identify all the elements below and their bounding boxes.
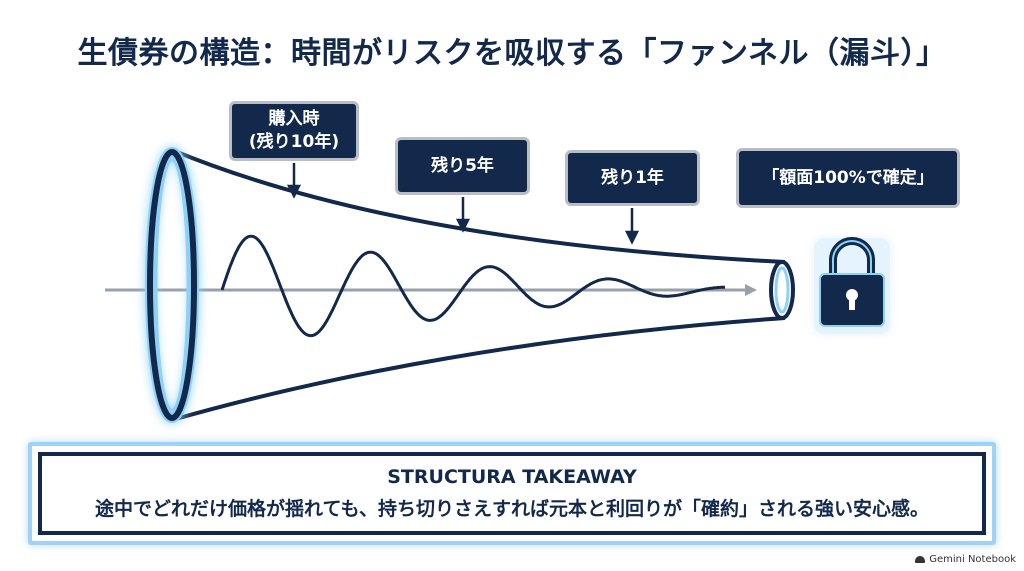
brand-logo-icon bbox=[915, 556, 926, 563]
funnel-upper-edge bbox=[171, 148, 786, 264]
brand-name: Gemini Notebook bbox=[929, 554, 1016, 565]
takeaway-panel: STRUCTURA TAKEAWAY 途中でどれだけ価格が揺れても、持ち切りさえ… bbox=[28, 442, 996, 545]
label-remaining-1y: 残り1年 bbox=[565, 150, 700, 206]
lock-icon bbox=[814, 237, 890, 334]
pointer-arrows bbox=[286, 163, 640, 245]
page-title: 生債券の構造：時間がリスクを吸収する「ファンネル（漏斗）」 bbox=[77, 36, 947, 71]
funnel-mouth bbox=[147, 149, 197, 421]
price-oscillation-wave bbox=[220, 234, 726, 338]
funnel-diagram bbox=[105, 147, 890, 423]
brand-watermark: Gemini Notebook bbox=[915, 554, 1016, 565]
takeaway-heading: STRUCTURA TAKEAWAY bbox=[387, 466, 637, 488]
label-face-value: 「額面100%で確定」 bbox=[736, 148, 960, 208]
label-purchase-line2: (残り10年) bbox=[248, 132, 340, 152]
funnel-lower-edge bbox=[171, 316, 786, 422]
takeaway-text: 途中でどれだけ価格が揺れても、持ち切りさえすれば元本と利回りが「確約」される強い… bbox=[95, 498, 929, 520]
funnel-outlet bbox=[769, 260, 795, 320]
label-purchase-time: 購入時 (残り10年) bbox=[229, 101, 359, 161]
label-remaining-5y: 残り5年 bbox=[395, 137, 530, 195]
label-purchase-line1: 購入時 bbox=[268, 109, 320, 130]
time-axis-arrowhead bbox=[745, 284, 757, 296]
